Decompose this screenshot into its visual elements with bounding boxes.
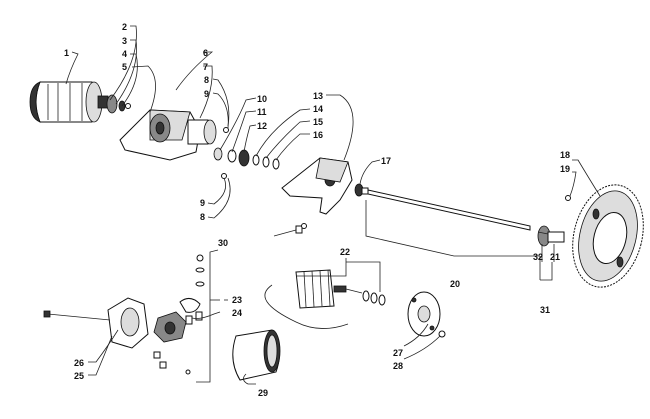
brush-plate-icon	[153, 254, 205, 375]
drive-parts-icon	[213, 127, 280, 179]
starter-motor-icon	[29, 81, 131, 123]
callout-28: 28	[393, 361, 403, 371]
callout-23: 23	[232, 295, 242, 305]
callout-4: 4	[122, 49, 127, 59]
callout-8-lower: 8	[200, 212, 205, 222]
callout-24: 24	[232, 308, 242, 318]
end-cap-icon	[43, 297, 149, 349]
callout-27: 27	[393, 348, 403, 358]
callout-32: 32	[533, 252, 543, 262]
callout-26: 26	[74, 358, 84, 368]
callout-15: 15	[313, 117, 323, 127]
callout-21: 21	[550, 252, 560, 262]
callout-30: 30	[218, 238, 228, 248]
ring-gear-icon	[565, 184, 644, 288]
callout-14: 14	[313, 104, 323, 114]
callout-29: 29	[258, 388, 268, 398]
callout-7: 7	[203, 62, 208, 72]
callout-11: 11	[257, 107, 267, 117]
armature-icon	[295, 269, 386, 309]
callout-1: 1	[64, 48, 69, 58]
housing-icon	[232, 329, 281, 381]
callout-12: 12	[257, 121, 267, 131]
callout-13: 13	[313, 91, 323, 101]
callout-19: 19	[560, 164, 570, 174]
callout-20: 20	[450, 279, 460, 289]
callout-5: 5	[122, 62, 127, 72]
callout-6: 6	[203, 48, 208, 58]
callout-22: 22	[340, 247, 350, 257]
callout-3: 3	[122, 36, 127, 46]
mount-bracket-icon	[273, 157, 353, 237]
shaft-icon	[354, 183, 565, 247]
callout-10: 10	[257, 94, 267, 104]
bracket-icon	[119, 109, 217, 161]
callout-17: 17	[381, 156, 391, 166]
end-plate-icon	[407, 291, 446, 338]
callout-9-lower: 9	[200, 198, 205, 208]
callout-25: 25	[74, 371, 84, 381]
callout-9: 9	[204, 89, 209, 99]
callout-31: 31	[540, 305, 550, 315]
callout-2: 2	[122, 22, 127, 32]
callout-labels: 1 2 3 4 5 6 7 8 9 10 11 12 13 14 15 16 1…	[64, 22, 570, 398]
callout-8: 8	[204, 75, 209, 85]
callout-16: 16	[313, 130, 323, 140]
callout-18: 18	[560, 150, 570, 160]
leader-lines	[65, 25, 601, 385]
